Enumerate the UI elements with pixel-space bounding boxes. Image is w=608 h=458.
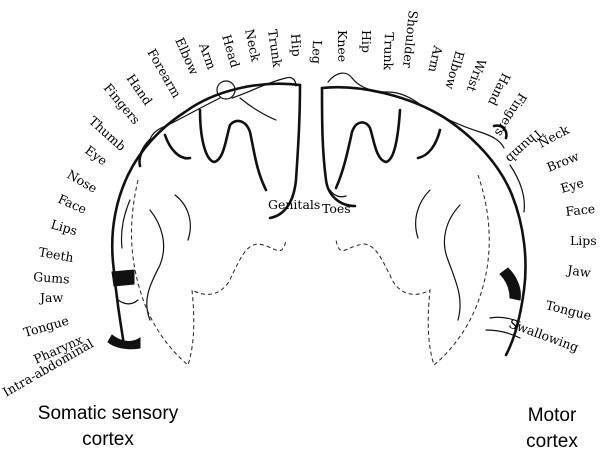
sensory-label-leg: Leg (309, 40, 325, 64)
sensory-label-toes: Toes (322, 201, 351, 216)
motor-caption-line1: Motor (528, 405, 577, 426)
sensory-label-eye: Eye (82, 142, 110, 168)
motor-label-swallowing: Swallowing (507, 316, 581, 355)
sensory-label-head: Head (219, 33, 243, 70)
motor-label-trunk: Trunk (381, 32, 397, 71)
motor-label-hand: Hand (485, 71, 514, 108)
motor-label-elbow: Elbow (442, 49, 467, 91)
motor-label-jaw: Jaw (565, 262, 592, 280)
motor-caption-line2: cortex (526, 431, 578, 452)
motor-label-tongue: Tongue (544, 297, 593, 323)
motor-labels: Knee Hip Trunk Shoulder Arm Elbow Wrist … (335, 10, 597, 355)
sensory-label-tongue: Tongue (22, 313, 71, 340)
sensory-label-jaw: Jaw (38, 290, 63, 305)
sensory-caption-line2: cortex (82, 429, 134, 450)
motor-label-wrist: Wrist (464, 57, 490, 94)
sensory-hemisphere (108, 84, 300, 365)
captions: Somatic sensory cortex Motor cortex (38, 403, 579, 452)
sensory-label-face: Face (56, 191, 89, 217)
motor-label-brow: Brow (545, 148, 582, 175)
sensory-label-hip: Hip (288, 33, 305, 57)
motor-label-lips: Lips (570, 233, 597, 248)
sensory-label-elbow: Elbow (172, 35, 202, 77)
motor-label-face: Face (565, 201, 596, 219)
sensory-caption-line1: Somatic sensory (38, 403, 179, 424)
motor-label-knee: Knee (335, 30, 350, 62)
motor-label-neck: Neck (535, 122, 571, 151)
sensory-label-neck: Neck (242, 28, 264, 64)
motor-label-shoulder: Shoulder (400, 10, 421, 69)
sensory-label-lips: Lips (49, 216, 79, 238)
sensory-label-gums: Gums (33, 269, 70, 286)
sensory-label-trunk: Trunk (265, 28, 285, 68)
sensory-label-nose: Nose (65, 167, 100, 196)
motor-label-hip: Hip (359, 30, 374, 53)
sensory-labels: Leg Hip Trunk Neck Head Arm Elbow Forear… (0, 28, 351, 400)
motor-label-arm: Arm (425, 43, 445, 74)
sensory-label-genitals: Genitals (268, 197, 320, 212)
motor-label-eye: Eye (559, 175, 586, 196)
sensory-label-teeth: Teeth (37, 244, 74, 265)
